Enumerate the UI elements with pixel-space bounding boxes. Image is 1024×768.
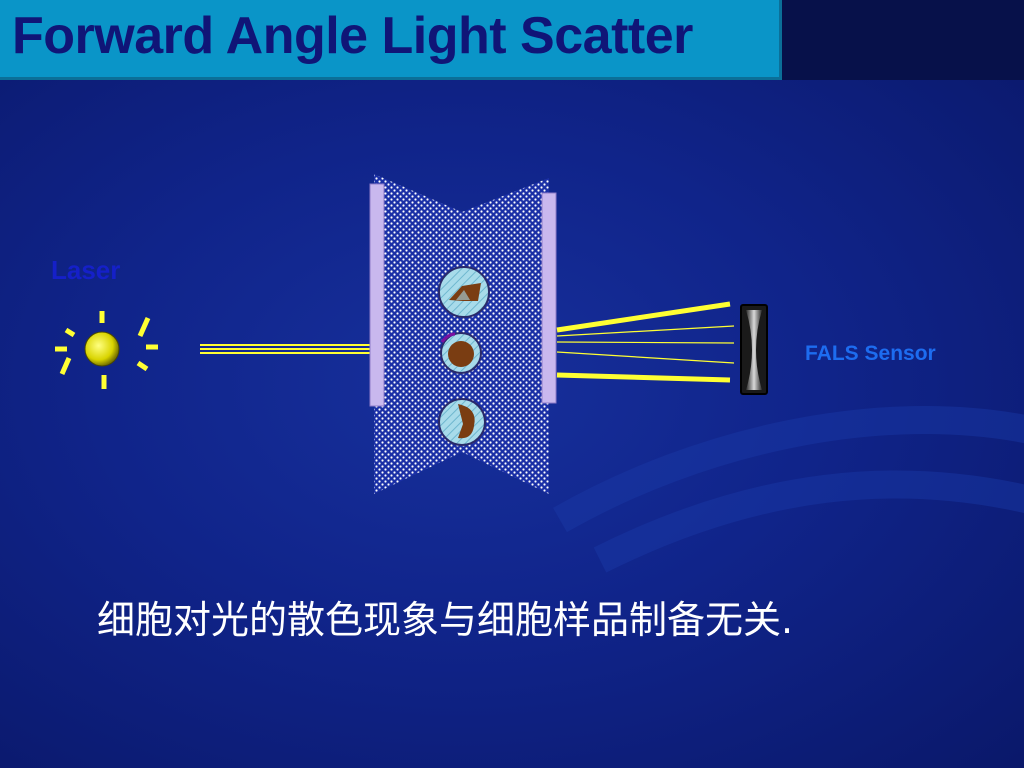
laser-label: Laser [51, 255, 121, 285]
sensor-icon [740, 304, 768, 395]
caption-text: 细胞对光的散色现象与细胞样品制备无关. [97, 598, 794, 642]
laser-bulb-icon [55, 311, 158, 389]
cell-icon [438, 398, 486, 446]
cell-icon [438, 266, 490, 318]
title-box: Forward Angle Light Scatter [0, 0, 782, 80]
incident-beam [200, 344, 372, 354]
page-title: Forward Angle Light Scatter [12, 7, 693, 65]
cell-icon [440, 332, 482, 374]
scattered-beams [556, 301, 735, 383]
background-swoosh [553, 406, 1024, 573]
sensor-label: FALS Sensor [805, 342, 936, 365]
